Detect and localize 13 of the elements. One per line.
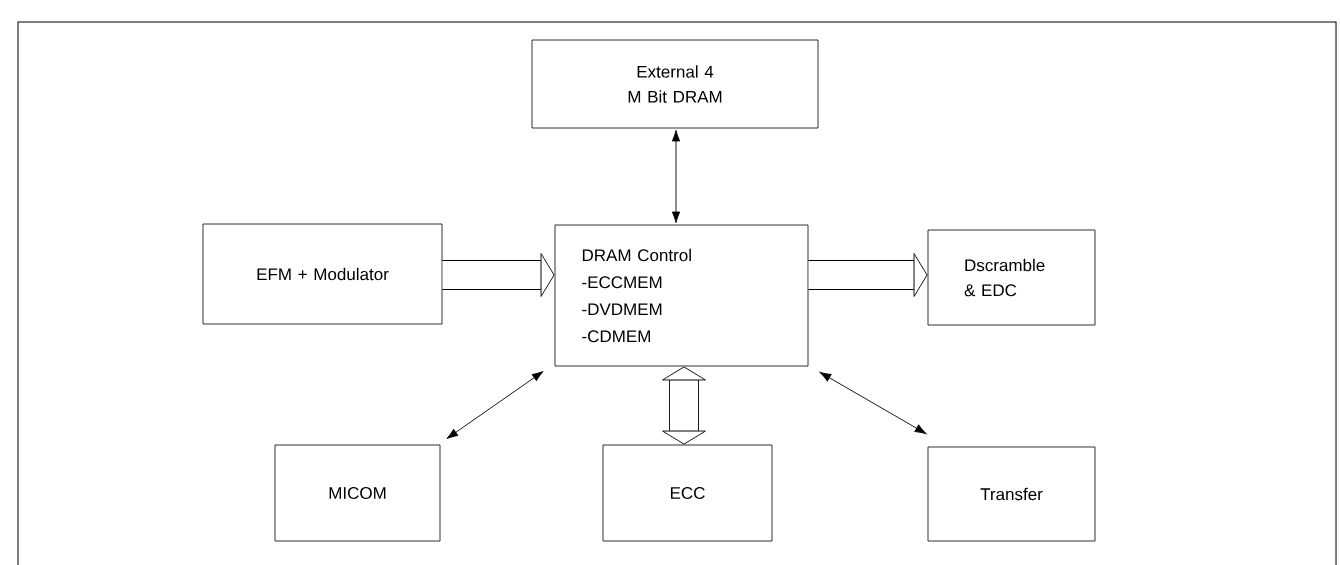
arrow <box>808 253 928 297</box>
arrow <box>662 366 706 445</box>
block-box: DRAM Control -ECCMEM -DVDMEM -CDMEM <box>554 224 809 367</box>
block-box: External 4 M Bit DRAM <box>531 39 819 129</box>
block-box: MICOM <box>274 444 441 542</box>
block-box: Dscramble & EDC <box>927 229 1096 326</box>
block-box: Transfer <box>927 446 1096 542</box>
block-box: ECC <box>602 444 773 542</box>
arrow <box>446 371 544 439</box>
arrow <box>819 371 927 435</box>
arrow <box>442 253 555 297</box>
block-box: EFM + Modulator <box>202 223 443 325</box>
arrow <box>671 129 681 224</box>
